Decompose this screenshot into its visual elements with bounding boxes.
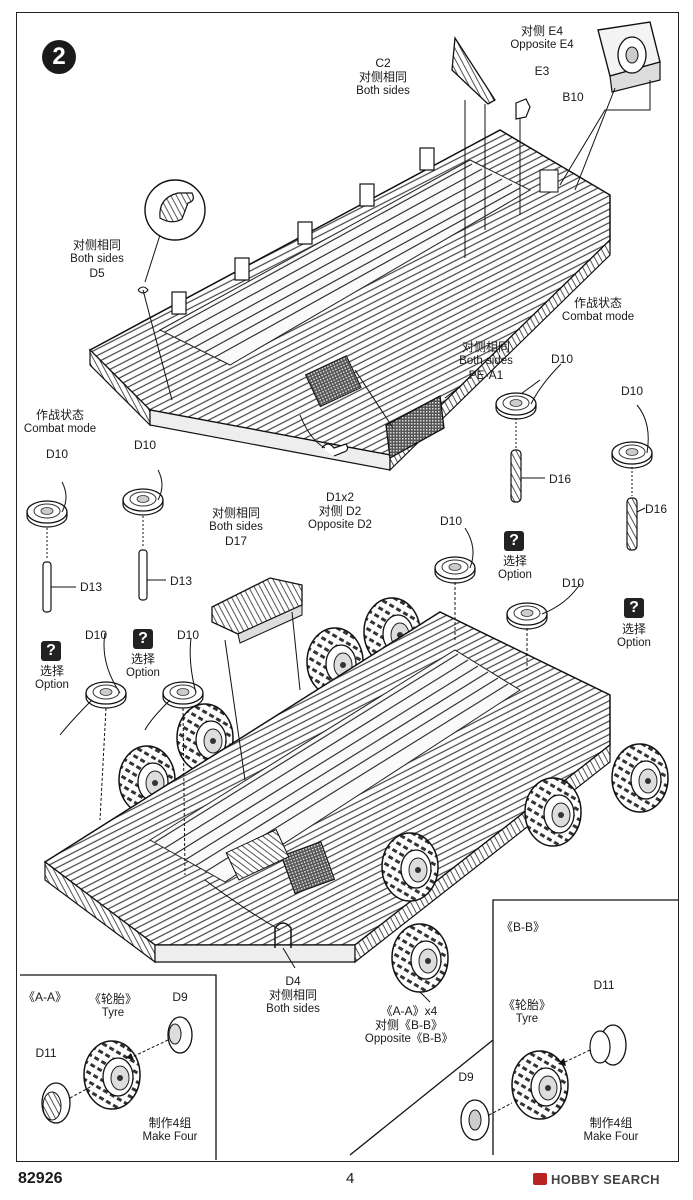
label-e3: E3 — [534, 64, 550, 78]
label-d10-d: D10 — [620, 384, 644, 398]
upper-hull — [88, 129, 611, 472]
part-d17 — [211, 577, 303, 781]
watermark-logo-icon — [533, 1173, 547, 1185]
page-number: 4 — [346, 1170, 355, 1187]
inset-bb — [349, 899, 678, 1156]
part-d10-d — [611, 441, 653, 469]
part-e3-e4 — [597, 21, 661, 93]
part-pe-a1 — [385, 394, 445, 460]
part-d16-a — [510, 449, 522, 503]
part-d10-h — [506, 602, 548, 630]
part-d10-g — [434, 556, 476, 584]
inset-bb-tyre: 《轮胎》Tyre — [502, 998, 552, 1025]
label-d16-a: D16 — [549, 472, 572, 486]
inset-bb-d9-label: D9 — [458, 1070, 474, 1084]
label-d10-h: D10 — [561, 576, 585, 590]
part-d5-callout — [137, 179, 206, 401]
label-d10-g: D10 — [439, 514, 463, 528]
label-d10-f: D10 — [176, 628, 200, 642]
part-d10-e — [85, 681, 127, 709]
product-code: 82926 — [18, 1170, 63, 1187]
label-d16-b: D16 — [645, 502, 668, 516]
inset-aa — [20, 974, 217, 1160]
inset-aa-d11 — [41, 1082, 71, 1124]
label-d10-a: D10 — [45, 447, 69, 461]
label-d10-b: D10 — [133, 438, 157, 452]
part-d1-d2 — [321, 443, 349, 457]
part-d10-a — [26, 500, 68, 528]
step-number-badge: 2 — [42, 40, 76, 74]
inset-aa-title: 《A-A》 — [22, 990, 68, 1004]
part-c2 — [451, 36, 496, 105]
inset-aa-d9-label: D9 — [172, 990, 188, 1004]
option-question-icon-a: ? — [41, 641, 61, 661]
inset-bb-d11-label: D11 — [593, 978, 615, 992]
part-d16-b — [626, 497, 638, 551]
part-d10-b — [122, 488, 164, 516]
part-d10-f — [162, 681, 204, 709]
label-d13-b: D13 — [170, 574, 193, 588]
inset-bb-title: 《B-B》 — [500, 920, 546, 934]
option-question-icon-d: ? — [624, 598, 644, 618]
watermark: HOBBY SEARCH — [533, 1172, 660, 1187]
part-b10 — [515, 98, 531, 120]
part-d13-b — [138, 549, 148, 601]
label-b10: B10 — [562, 90, 584, 104]
inset-aa-tyre: 《轮胎》Tyre — [88, 992, 138, 1019]
part-d13-a — [42, 561, 52, 613]
inset-bb-d11 — [589, 1024, 627, 1066]
inset-bb-d9 — [460, 1099, 490, 1141]
label-d13-a: D13 — [80, 580, 103, 594]
label-d10-e: D10 — [84, 628, 108, 642]
part-d4 — [274, 922, 292, 948]
inset-aa-d11-label: D11 — [35, 1046, 57, 1060]
label-d10-c: D10 — [550, 352, 574, 366]
option-question-icon-b: ? — [133, 629, 153, 649]
option-question-icon-c: ? — [504, 531, 524, 551]
instruction-frame — [16, 12, 679, 1162]
lower-hull — [43, 597, 669, 993]
inset-aa-d9 — [167, 1016, 193, 1054]
part-d10-c — [495, 392, 537, 420]
